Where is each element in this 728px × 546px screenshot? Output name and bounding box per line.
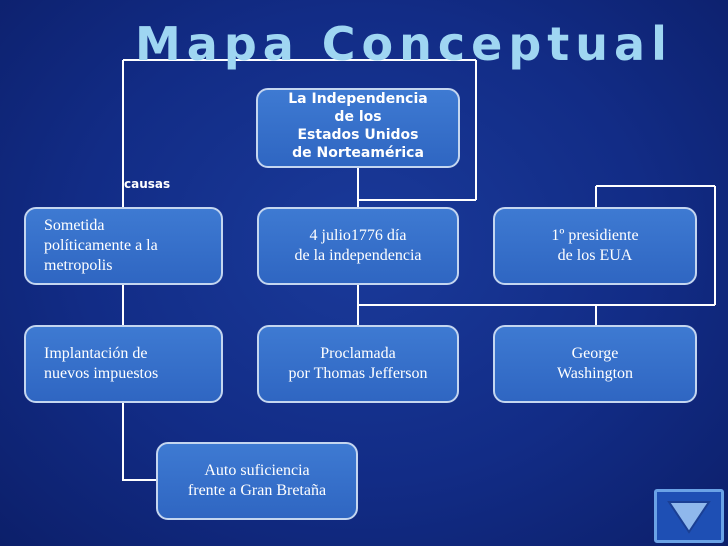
node-fecha-independencia: 4 julio1776 día de la independencia xyxy=(257,207,459,285)
connector-impuestos-autosuficiencia xyxy=(122,403,156,481)
node-main-independencia: La Independencia de los Estados Unidos d… xyxy=(256,88,460,168)
node-george-washington: George Washington xyxy=(493,325,697,403)
page-title: Mapa Conceptual xyxy=(135,17,673,71)
causas-label: causas xyxy=(124,177,171,191)
node-autosuficiencia: Auto suficiencia frente a Gran Bretaña xyxy=(156,442,358,520)
node-primer-presidente: 1º presidiente de los EUA xyxy=(493,207,697,285)
node-impuestos: Implantación de nuevos impuestos xyxy=(24,325,223,403)
node-proclamada: Proclamada por Thomas Jefferson xyxy=(257,325,459,403)
node-sometida: Sometida políticamente a la metropolis xyxy=(24,207,223,285)
next-slide-button[interactable] xyxy=(654,489,724,543)
triangle-down-icon xyxy=(667,501,711,534)
